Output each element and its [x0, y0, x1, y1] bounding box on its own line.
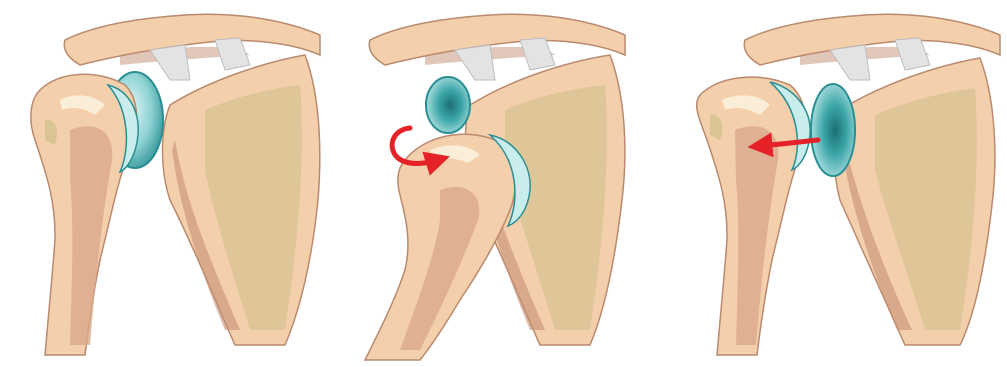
panel-normal	[31, 14, 320, 355]
ligament	[150, 45, 190, 80]
ligament	[520, 38, 555, 70]
glenoid-socket	[811, 84, 855, 176]
ligament	[895, 38, 930, 70]
ligament	[455, 45, 495, 80]
ligament	[830, 45, 870, 80]
glenoid-socket	[426, 77, 470, 133]
panel-anterior-dislocation	[365, 14, 625, 360]
ligament	[215, 38, 250, 70]
panel-posterior-dislocation	[697, 14, 1000, 355]
